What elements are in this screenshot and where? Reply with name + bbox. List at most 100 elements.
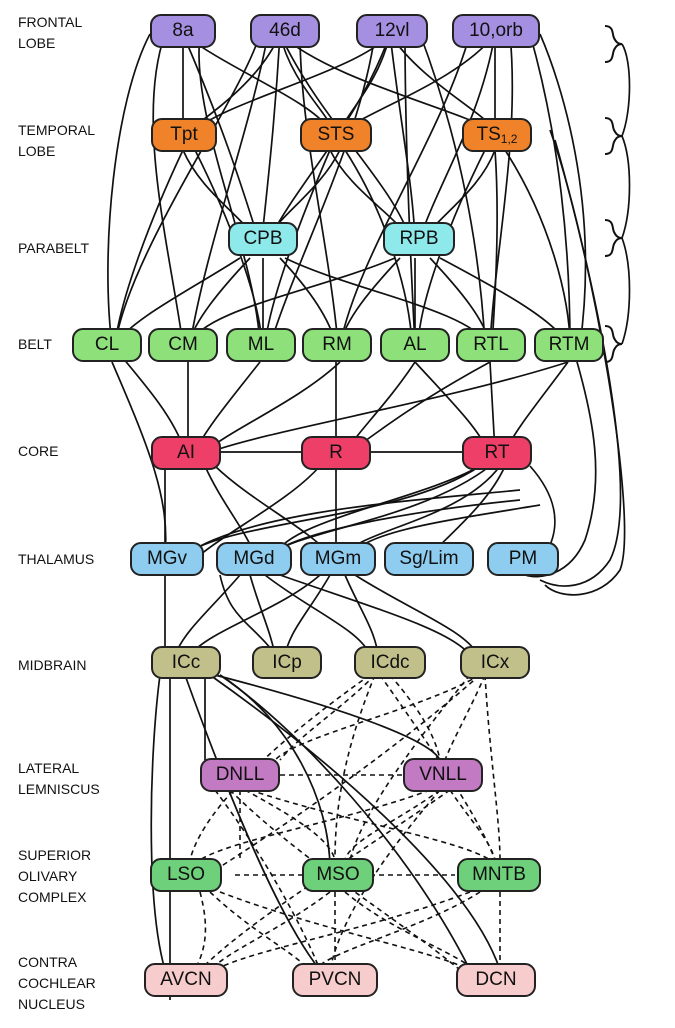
node-ml: ML	[226, 328, 296, 362]
node-dnll: DNLL	[200, 758, 280, 792]
node-r: R	[301, 436, 371, 470]
node-label: RPB	[399, 228, 439, 249]
node-label: 10,orb	[469, 20, 523, 41]
node-mgm: MGm	[300, 542, 376, 576]
node-label: DCN	[475, 969, 517, 990]
node-label: RTL	[473, 334, 509, 355]
node-label: AL	[403, 334, 427, 355]
node-label: ICdc	[370, 651, 410, 673]
node-46d: 46d	[250, 14, 320, 48]
node-pvcn: PVCN	[292, 963, 378, 997]
node-rtl: RTL	[456, 328, 526, 362]
node-al: AL	[380, 328, 450, 362]
node-label: RTM	[548, 334, 590, 355]
node-label: AVCN	[160, 969, 212, 990]
node-cl: CL	[72, 328, 142, 362]
node-label: MGd	[233, 548, 275, 569]
node-rm: RM	[302, 328, 372, 362]
node-label: CPB	[243, 228, 283, 249]
node-label-main: TS	[476, 124, 501, 145]
label-line: BELT	[18, 336, 52, 352]
node-10-orb: 10,orb	[452, 14, 540, 48]
node-sg-lim: Sg/Lim	[384, 542, 474, 576]
node-label: RT	[484, 442, 510, 463]
node-label: TS1,2	[477, 124, 518, 146]
label-line: CORE	[18, 443, 59, 459]
node-ai: AI	[151, 436, 221, 470]
node-label-subscript: 1,2	[500, 132, 518, 146]
label-line: NUCLEUS	[18, 996, 85, 1012]
node-label: RM	[322, 334, 352, 355]
node-label: 12vl	[374, 20, 410, 41]
label-line: SUPERIOR	[18, 847, 92, 863]
label-line: MIDBRAIN	[18, 657, 87, 673]
node-label: LSO	[166, 864, 206, 885]
node-cm: CM	[148, 328, 218, 362]
label-line: COMPLEX	[18, 889, 87, 905]
label-line: LATERAL	[18, 760, 80, 776]
node-dcn: DCN	[456, 963, 536, 997]
node-label: 8a	[172, 20, 194, 41]
label-line: COCHLEAR	[18, 975, 96, 991]
dashed-connections	[189, 674, 501, 971]
node-rtm: RTM	[534, 328, 604, 362]
node-label: PVCN	[308, 969, 362, 990]
node-label: Tpt	[170, 124, 198, 145]
level-label-temporal-lobe: TEMPORAL LOBE	[18, 120, 95, 162]
node-label: ICx	[480, 651, 510, 673]
level-label-belt: BELT	[18, 334, 52, 355]
level-label-midbrain: MIDBRAIN	[18, 655, 86, 676]
node-sts: STS	[300, 118, 372, 152]
label-line: PARABELT	[18, 240, 90, 256]
level-braces	[604, 25, 631, 363]
node-ts-1-2: TS1,2	[462, 118, 532, 152]
level-label-contra-cochlear-nucleus: CONTRA COCHLEAR NUCLEUS	[18, 952, 96, 1015]
level-label-core: CORE	[18, 441, 58, 462]
node-mso: MSO	[302, 858, 374, 892]
node-8a: 8a	[150, 14, 216, 48]
node-label: MGv	[146, 548, 188, 569]
node-label: R	[329, 442, 343, 463]
node-icp: ICp	[252, 646, 322, 679]
node-label: MGm	[314, 548, 362, 569]
label-line: OLIVARY	[18, 868, 78, 884]
node-label: VNLL	[419, 764, 467, 785]
node-label: ML	[247, 334, 275, 355]
label-line: LOBE	[18, 35, 56, 51]
label-line: THALAMUS	[18, 551, 95, 567]
level-label-superior-olivary-complex: SUPERIOR OLIVARY COMPLEX	[18, 845, 91, 908]
node-avcn: AVCN	[144, 963, 228, 997]
node-mntb: MNTB	[457, 858, 541, 892]
node-icdc: ICdc	[354, 646, 426, 679]
node-label: MNTB	[472, 864, 526, 885]
label-line: LEMNISCUS	[18, 781, 100, 797]
node-rt: RT	[462, 436, 532, 470]
node-label: PM	[508, 548, 538, 569]
node-mgd: MGd	[216, 542, 292, 576]
node-label: DNLL	[215, 764, 265, 785]
node-label: STS	[317, 124, 355, 145]
node-pm: PM	[487, 542, 559, 576]
node-label: ICp	[272, 651, 302, 673]
node-label: ICc	[171, 651, 201, 673]
label-line: CONTRA	[18, 954, 78, 970]
node-tpt: Tpt	[151, 118, 217, 152]
label-line: FRONTAL	[18, 14, 83, 30]
node-icc: ICc	[151, 646, 221, 679]
node-rpb: RPB	[383, 222, 455, 256]
node-icx: ICx	[460, 646, 530, 679]
level-label-frontal-lobe: FRONTAL LOBE	[18, 12, 82, 54]
node-label: MSO	[316, 864, 360, 885]
node-label: AI	[177, 442, 195, 463]
node-cpb: CPB	[228, 222, 298, 256]
level-label-parabelt: PARABELT	[18, 238, 89, 259]
node-mgv: MGv	[130, 542, 204, 576]
node-label: CM	[168, 334, 198, 355]
node-label: 46d	[269, 20, 301, 41]
node-label: Sg/Lim	[399, 548, 459, 569]
label-line: LOBE	[18, 143, 56, 159]
label-line: TEMPORAL	[18, 122, 96, 138]
solid-connections	[107, 33, 626, 1000]
node-12vl: 12vl	[356, 14, 428, 48]
node-vnll: VNLL	[403, 758, 483, 792]
